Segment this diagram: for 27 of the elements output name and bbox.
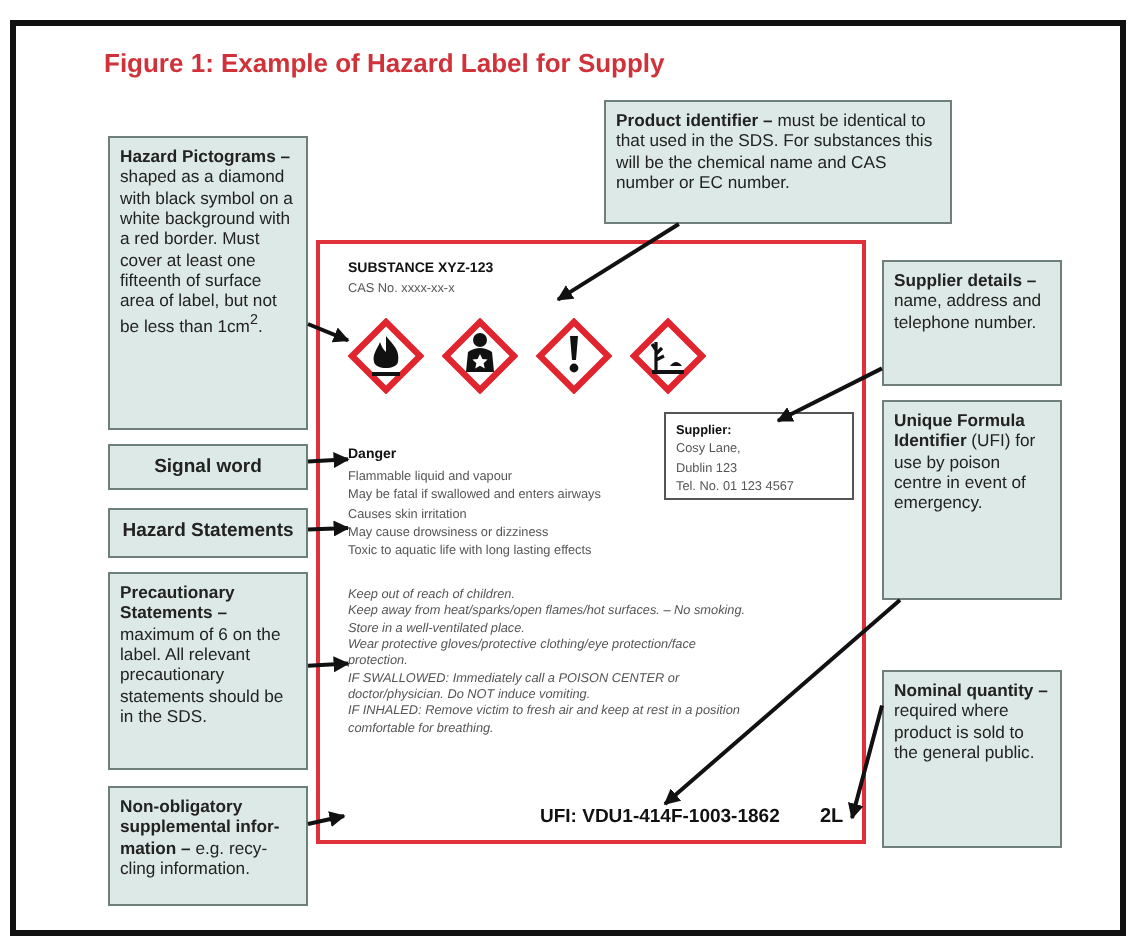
arrow [663, 598, 902, 806]
callout-box: Supplier details – name, address and telephone number. [882, 260, 1062, 386]
callout-box: Precautionary Statements – maximum of 6 on the label. All relevant precautionary statements should be in the SDS. [108, 572, 308, 770]
callout-box: Unique Formula Identifier (UFI) for use by poison centre in event of emergency. [882, 400, 1062, 600]
callout-box: Product identifier – must be identical to that used in the SDS. For substances this will be the chemical name and CAS number or EC number. [604, 100, 952, 224]
callout-box: Non-obligatory supplemental infor-mation – e.g. recy-cling information. [108, 786, 308, 906]
hazard-label [316, 240, 866, 844]
hazard-pictogram [536, 318, 612, 394]
hazard-pictogram [630, 318, 706, 394]
callout-box: Signal word [108, 444, 308, 490]
arrow [556, 222, 680, 302]
arrow [307, 322, 350, 343]
arrow [307, 520, 350, 537]
arrow [307, 811, 346, 827]
supplier-details-box [664, 412, 854, 500]
hazard-pictogram [442, 318, 518, 394]
nominal-quantity: 2L [820, 804, 846, 832]
callout-box: Hazard Statements [108, 508, 308, 558]
arrow [307, 452, 350, 469]
hazard-pictogram [348, 318, 424, 394]
figure-title: Figure 1: Example of Hazard Label for Supply [104, 48, 665, 78]
arrow [776, 366, 883, 423]
ufi-code: UFI: VDU1-414F-1003-1862 [540, 804, 782, 832]
arrow [307, 656, 350, 673]
arrow [848, 705, 884, 820]
callout-box: Nominal quantity – required where product is sold to the general public. [882, 670, 1062, 848]
callout-box: Hazard Pictograms –shaped as a diamond with black symbol on a white background with a red border. Must cover at least one fifteenth of surface area of label, but not be less than 1cm$^{2}$. [108, 136, 308, 430]
